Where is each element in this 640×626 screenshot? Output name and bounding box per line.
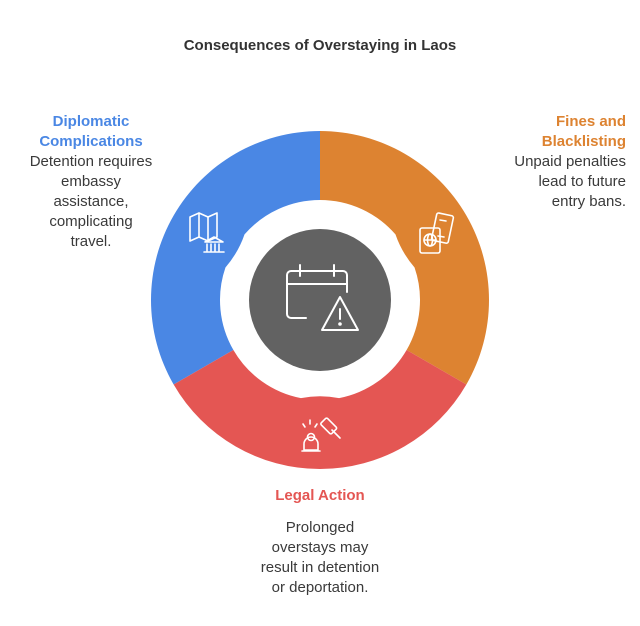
legal-description-line: or deportation. (271, 579, 369, 596)
diplomatic-description: Detention requires embassy assistance, c… (20, 152, 162, 252)
segment-diplomatic (151, 131, 320, 385)
center-circle (249, 229, 391, 371)
segment-legal (173, 350, 467, 469)
diagram-title: Consequences of Overstaying in Laos (183, 37, 457, 54)
diplomatic-description-line: Detention requires (29, 153, 153, 170)
passport-ticket-icon (419, 212, 455, 254)
legal-text-block: Legal Action Prolonged overstays may res… (220, 486, 420, 598)
fines-text-block: Fines and Blacklisting Unpaid penalties … (480, 112, 626, 212)
fines-heading-line: Blacklisting (541, 133, 626, 150)
gavel-person-icon (301, 417, 341, 452)
calendar-warning-icon (286, 264, 359, 331)
fines-description-line: entry bans. (551, 193, 626, 210)
diplomatic-heading-line: Complications (39, 133, 143, 150)
fines-heading-line: Fines and (555, 113, 626, 130)
legal-description-line: Prolonged (285, 519, 355, 536)
legal-description-line: overstays may (271, 539, 369, 556)
diplomatic-description-line: complicating (49, 213, 133, 230)
diplomatic-description-line: assistance, (53, 193, 129, 210)
diplomatic-heading: Diplomatic Complications (20, 112, 162, 152)
legal-description: Prolonged overstays may result in detent… (220, 518, 420, 598)
legal-heading: Legal Action (220, 486, 420, 506)
segment-fines (320, 131, 489, 385)
fines-heading: Fines and Blacklisting (480, 112, 626, 152)
diplomatic-text-block: Diplomatic Complications Detention requi… (20, 112, 162, 252)
fines-description-line: Unpaid penalties (514, 153, 626, 170)
map-bank-icon (189, 212, 225, 253)
legal-heading-line: Legal Action (275, 487, 365, 504)
fines-description: Unpaid penalties lead to future entry ba… (480, 152, 626, 212)
diplomatic-heading-line: Diplomatic (52, 113, 130, 130)
diplomatic-description-line: travel. (70, 233, 112, 250)
fines-description-line: lead to future (538, 173, 626, 190)
diplomatic-description-line: embassy (60, 173, 122, 190)
legal-description-line: result in detention (260, 559, 380, 576)
